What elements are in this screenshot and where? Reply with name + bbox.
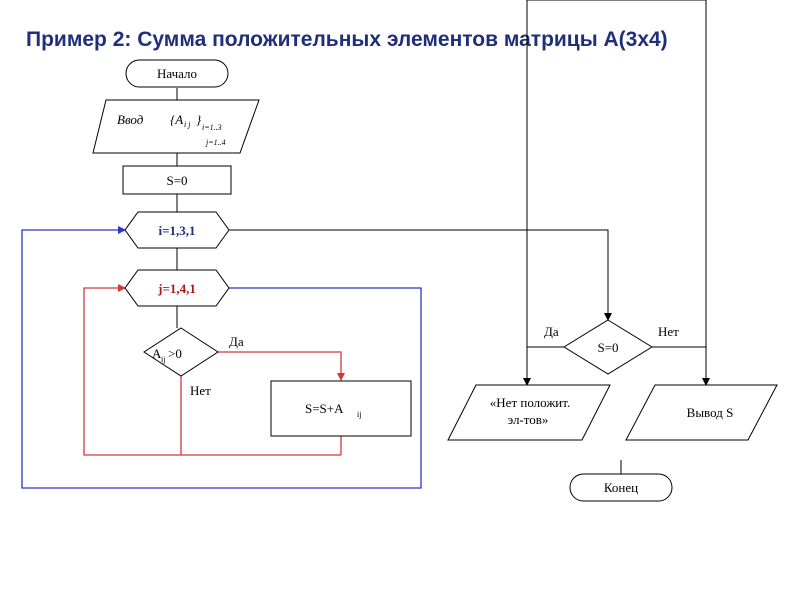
condition-diamond [143,327,219,377]
start-terminator [125,59,229,88]
init-process [122,165,232,195]
process-base: S=S+A [305,401,344,416]
output-sum-parallelogram [625,384,778,441]
end-label: Конец [604,480,638,495]
output-none-node: «Нет положит. эл-тов» [447,384,611,441]
outer-loop-return [21,226,422,489]
input-node: Ввод {A i j } i=1..3 j=1..4 [92,99,260,154]
process-rect [270,380,412,437]
output-none-line1: «Нет положит. [490,395,570,410]
loop-i-label: i=1,3,1 [158,223,195,238]
check-label: S=0 [597,340,618,355]
input-sub-ij: i j [184,120,191,129]
outer-loop-lines [21,226,422,489]
loop-j-hexagon [124,269,230,307]
input-range-j: j=1..4 [205,138,226,147]
condition-no-label: Нет [190,383,211,398]
loop-i-hexagon [124,211,230,249]
loop-j-node: j=1,4,1 [124,269,230,307]
check-diamond [563,319,653,375]
input-matrix: {A [170,112,183,127]
condition-node: A ij >0 Да Нет [143,327,244,398]
check-node: S=0 Да Нет [544,319,679,375]
input-brace-close: } [196,112,202,127]
output-sum-label: Вывод S [687,405,734,420]
condition-yes-label: Да [229,334,244,349]
input-parallelogram [92,99,260,154]
process-sub: ij [357,410,361,419]
input-word: Ввод [117,112,144,127]
output-sum-node: Вывод S [625,384,778,441]
init-label: S=0 [166,173,187,188]
start-node: Начало [125,59,229,88]
input-range-i: i=1..3 [202,123,222,132]
end-node: Конец [569,473,673,502]
flow-check-yes [523,346,564,386]
loop-j-label: j=1,4,1 [157,281,196,296]
condition-sub: ij [161,355,165,364]
check-no-label: Нет [658,324,679,339]
init-node: S=0 [122,165,232,195]
output-none-parallelogram [447,384,611,441]
connectors [176,0,710,474]
loop-i-node: i=1,3,1 [124,211,230,249]
flow-check-no [652,346,710,386]
start-label: Начало [157,66,197,81]
check-yes-label: Да [544,324,559,339]
inner-loop-lines [83,284,345,456]
inner-loop-return [83,284,341,456]
slide-title: Пример 2: Сумма положительных элементов … [26,28,668,51]
end-terminator [569,473,673,502]
process-node: S=S+A ij [270,380,412,437]
flow-condition-yes [218,351,345,381]
output-none-line2: эл-тов» [508,412,549,427]
condition-rest: >0 [168,346,182,361]
condition-base: A [152,346,162,361]
flow-loop-i-exit-to-check [229,229,612,321]
